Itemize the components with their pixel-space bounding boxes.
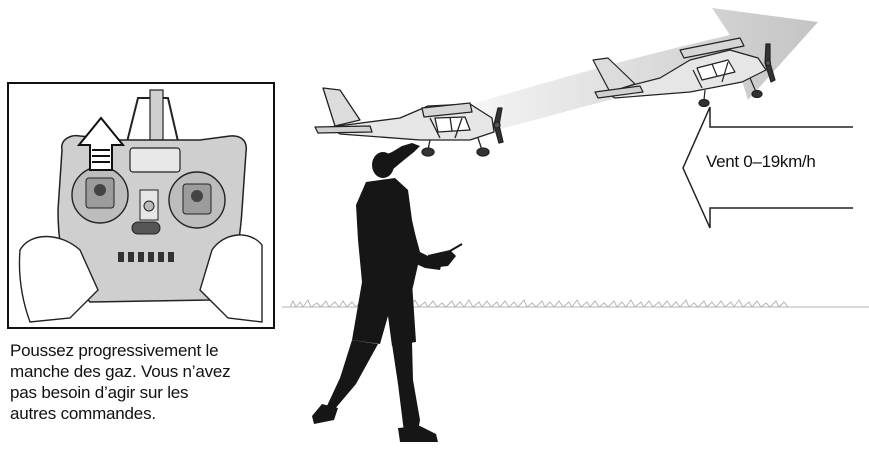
- transmitter-inset: [8, 83, 274, 328]
- caption-line: pas besoin d’agir sur les: [10, 382, 280, 403]
- caption-line: autres commandes.: [10, 403, 280, 424]
- caption-text: Poussez progressivement le manche des ga…: [10, 340, 280, 424]
- caption-line: Poussez progressivement le: [10, 340, 280, 361]
- wind-speed-label: Vent 0–19km/h: [706, 152, 816, 172]
- caption-line: manche des gaz. Vous n’avez: [10, 361, 280, 382]
- pilot-silhouette: [312, 143, 462, 442]
